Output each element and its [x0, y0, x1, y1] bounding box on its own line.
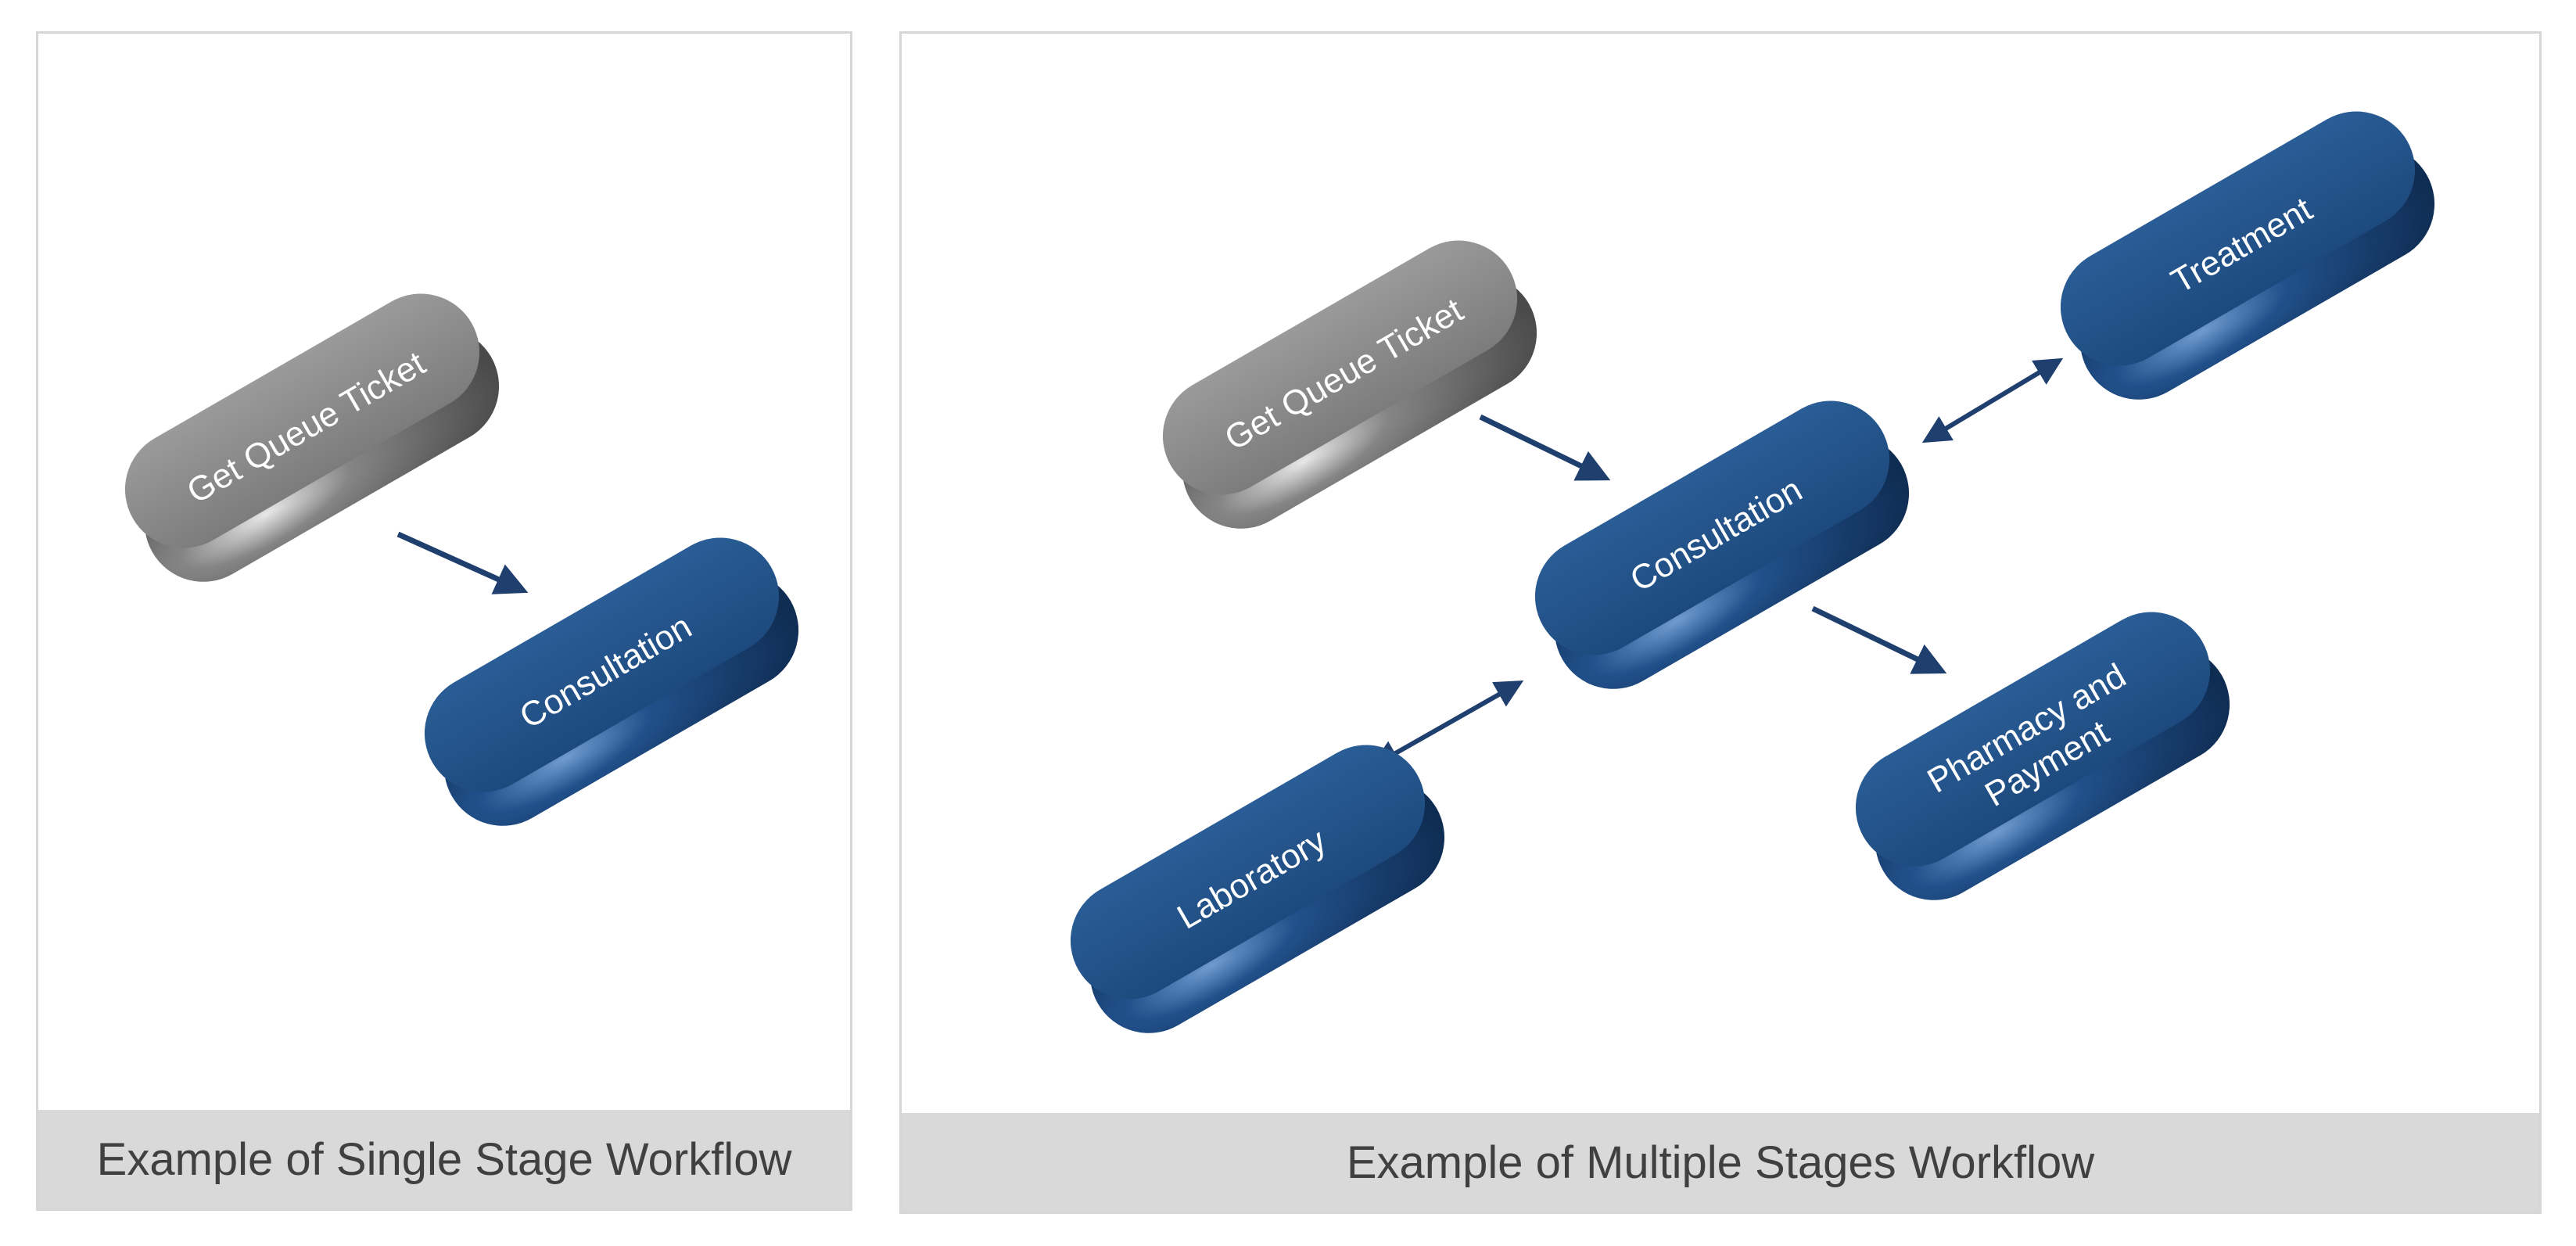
node-consultation: Consultation: [424, 537, 799, 826]
arrow-consultation-treatment: [1921, 357, 2064, 443]
arrow-ticket-to-consultation: [1479, 414, 1611, 481]
arrow-consultation-to-pharmacy: [1811, 605, 1947, 674]
single-stage-panel: Get Queue Ticket Consultation Example of…: [36, 31, 852, 1211]
arrow-consultation-laboratory: [1370, 680, 1524, 767]
node-pharmacy-and-payment: Pharmacy and Payment: [1855, 612, 2230, 900]
node-treatment: Treatment: [2060, 111, 2435, 400]
node-get-queue-ticket: Get Queue Ticket: [124, 293, 500, 582]
node-consultation: Consultation: [1534, 400, 1910, 689]
multi-stage-caption: Example of Multiple Stages Workflow: [902, 1113, 2539, 1212]
multi-stage-panel: Get Queue Ticket Consultation Treatment …: [899, 31, 2542, 1214]
single-stage-diagram: Get Queue Ticket Consultation: [124, 293, 799, 826]
node-get-queue-ticket: Get Queue Ticket: [1162, 240, 1537, 529]
node-laboratory: Laboratory: [1070, 745, 1445, 1033]
single-stage-caption: Example of Single Stage Workflow: [38, 1110, 850, 1208]
multi-stage-diagram: Get Queue Ticket Consultation Treatment …: [1070, 111, 2435, 1033]
arrow-ticket-to-consultation: [396, 531, 529, 594]
